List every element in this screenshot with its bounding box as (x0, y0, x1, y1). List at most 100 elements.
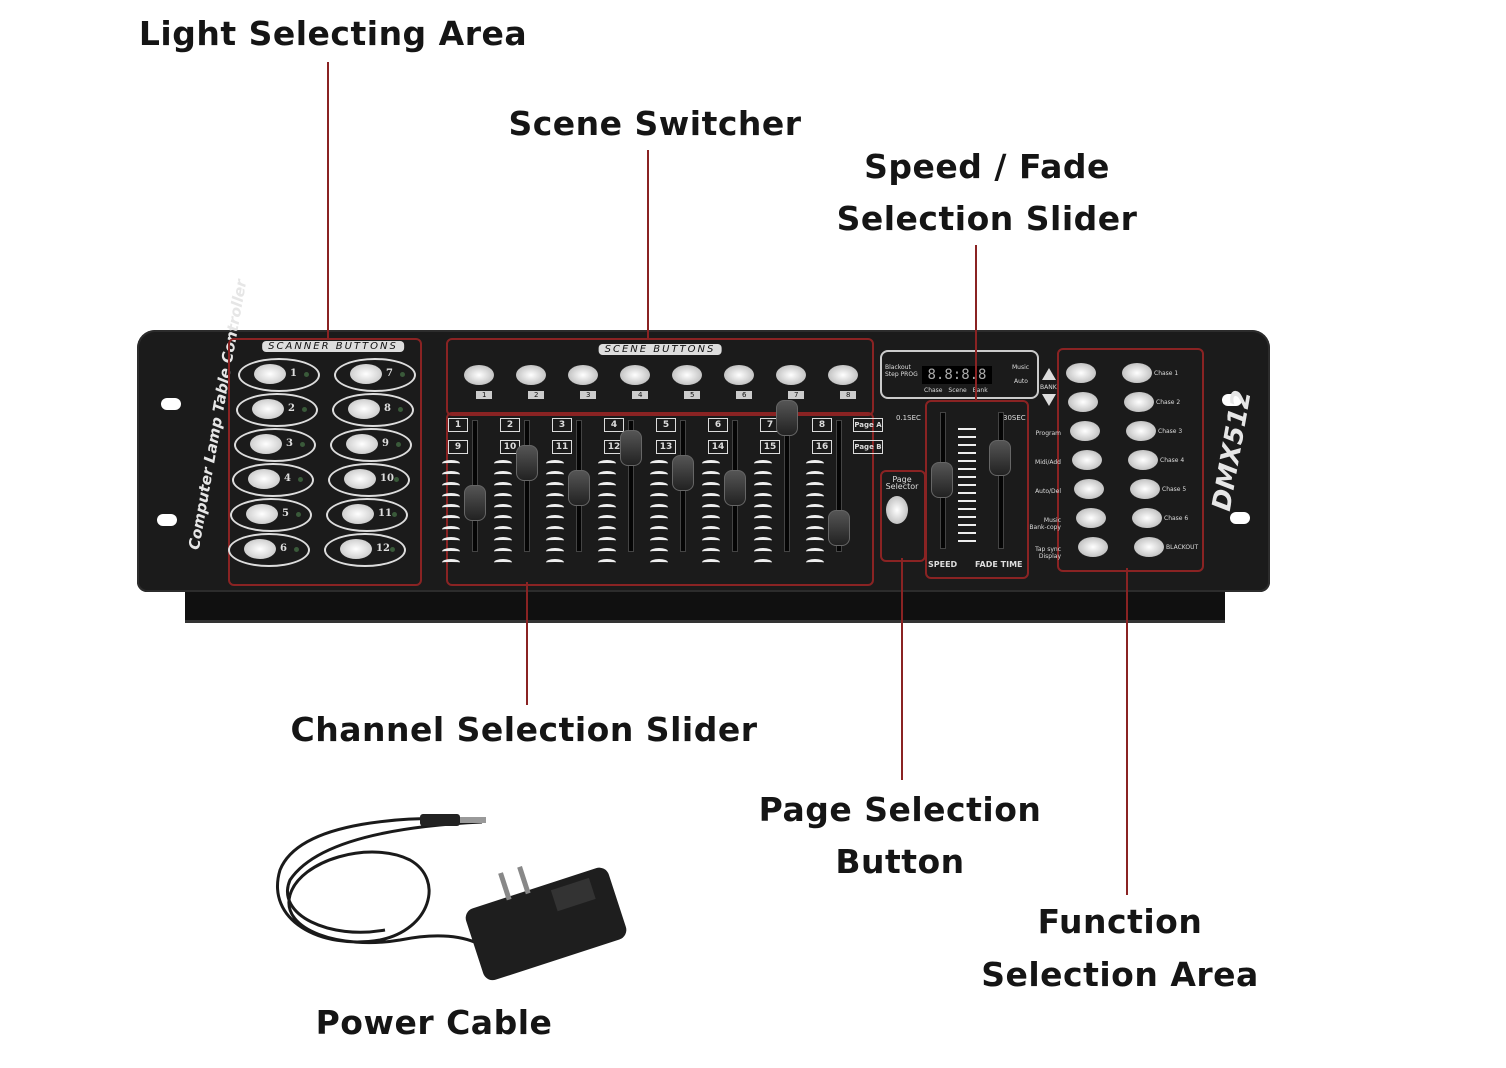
function-button-right-2[interactable] (1124, 392, 1154, 412)
scale-mark (650, 471, 668, 478)
scanner-button-12[interactable]: 12 (324, 533, 406, 567)
scene-button-3[interactable] (568, 365, 598, 385)
mount-hole (1222, 394, 1242, 406)
scene-button-8[interactable] (828, 365, 858, 385)
scene-button-2[interactable] (516, 365, 546, 385)
scale-mark (494, 559, 512, 566)
function-button-left-1[interactable] (1066, 363, 1096, 383)
scanner-button-number: 8 (384, 403, 391, 414)
function-button-right-3[interactable] (1126, 421, 1156, 441)
button-cap (246, 504, 278, 524)
scene-button-6[interactable] (724, 365, 754, 385)
scale-mark (650, 460, 668, 467)
channel-slider-1[interactable] (464, 485, 486, 521)
scale-mark (442, 504, 460, 511)
scale-mark (598, 460, 616, 467)
scanner-button-number: 1 (290, 368, 297, 379)
scale-mark (754, 460, 772, 467)
scale-mark (702, 471, 720, 478)
label-page-selection-line1: Page Selection (758, 790, 1042, 829)
led-indicator (304, 372, 309, 377)
scanner-button-7[interactable]: 7 (334, 358, 416, 392)
scene-button-4[interactable] (620, 365, 650, 385)
channel-slider-5[interactable] (672, 455, 694, 491)
channel-number-5: 5 (656, 418, 676, 432)
function-button-left-5[interactable] (1074, 479, 1104, 499)
scale-mark (650, 537, 668, 544)
scanner-buttons-title: SCANNER BUTTONS (262, 341, 404, 352)
page-a-button[interactable]: Page A (853, 418, 883, 432)
label-speed-fade-line2: Selection Slider (836, 199, 1138, 238)
device-base (185, 588, 1225, 623)
scene-button-1[interactable] (464, 365, 494, 385)
function-button-left-2[interactable] (1068, 392, 1098, 412)
scanner-button-2[interactable]: 2 (236, 393, 318, 427)
function-button-left-7[interactable] (1078, 537, 1108, 557)
function-button-left-3[interactable] (1070, 421, 1100, 441)
scanner-button-number: 9 (382, 438, 389, 449)
bank-up-icon[interactable] (1042, 368, 1056, 380)
scale-mark (806, 537, 824, 544)
scanner-button-number: 2 (288, 403, 295, 414)
channel-slider-8[interactable] (828, 510, 850, 546)
led-indicator (390, 547, 395, 552)
scanner-button-1[interactable]: 1 (238, 358, 320, 392)
function-right-label: Chase 6 (1164, 515, 1189, 522)
channel-slider-2[interactable] (516, 445, 538, 481)
function-button-right-5[interactable] (1130, 479, 1160, 499)
label-light-selecting-area: Light Selecting Area (138, 14, 528, 53)
scale-mark (598, 515, 616, 522)
function-button-left-6[interactable] (1076, 508, 1106, 528)
channel-number-6: 6 (708, 418, 728, 432)
scanner-button-9[interactable]: 9 (330, 428, 412, 462)
function-button-left-4[interactable] (1072, 450, 1102, 470)
scanner-button-8[interactable]: 8 (332, 393, 414, 427)
fade-time-label: FADE TIME (975, 560, 1023, 569)
label-page-selection-line2: Button (835, 842, 965, 881)
channel-track (784, 420, 790, 552)
scale-mark (806, 548, 824, 555)
function-button-right-6[interactable] (1132, 508, 1162, 528)
callout-line-scene-switcher (647, 150, 649, 338)
scene-button-number: 7 (788, 391, 805, 399)
function-right-label: BLACKOUT (1166, 544, 1199, 551)
label-function-line1: Function (1037, 902, 1203, 941)
scale-mark (598, 526, 616, 533)
channel-slider-7[interactable] (776, 400, 798, 436)
channel-number-4: 4 (604, 418, 624, 432)
scanner-button-6[interactable]: 6 (228, 533, 310, 567)
scale-mark (806, 515, 824, 522)
scanner-button-number: 12 (376, 543, 390, 554)
channel-slider-3[interactable] (568, 470, 590, 506)
scale-mark (702, 493, 720, 500)
channel-number-1: 1 (448, 418, 468, 432)
scale-mark (754, 526, 772, 533)
button-cap (350, 364, 382, 384)
scanner-button-11[interactable]: 11 (326, 498, 408, 532)
scale-mark (754, 504, 772, 511)
page-selector-button[interactable] (886, 496, 908, 524)
scanner-button-3[interactable]: 3 (234, 428, 316, 462)
scanner-button-4[interactable]: 4 (232, 463, 314, 497)
led-display: Blackout Step PROG 8.8:8.8 Music Auto Ch… (880, 350, 1039, 399)
channel-slider-4[interactable] (620, 430, 642, 466)
channel-scale (546, 460, 564, 570)
channel-number-9: 9 (448, 440, 468, 454)
scale-mark (650, 526, 668, 533)
scanner-button-10[interactable]: 10 (328, 463, 410, 497)
scene-button-7[interactable] (776, 365, 806, 385)
led-indicator (392, 512, 397, 517)
scanner-button-5[interactable]: 5 (230, 498, 312, 532)
fade-time-slider[interactable] (989, 440, 1011, 476)
function-button-right-4[interactable] (1128, 450, 1158, 470)
speed-slider[interactable] (931, 462, 953, 498)
scale-mark (702, 526, 720, 533)
scale-mark (494, 548, 512, 555)
function-button-right-1[interactable] (1122, 363, 1152, 383)
led-indicator (394, 477, 399, 482)
scene-button-5[interactable] (672, 365, 702, 385)
channel-slider-6[interactable] (724, 470, 746, 506)
function-button-right-7[interactable] (1134, 537, 1164, 557)
bank-down-icon[interactable] (1042, 394, 1056, 406)
page-b-button[interactable]: Page B (853, 440, 883, 454)
